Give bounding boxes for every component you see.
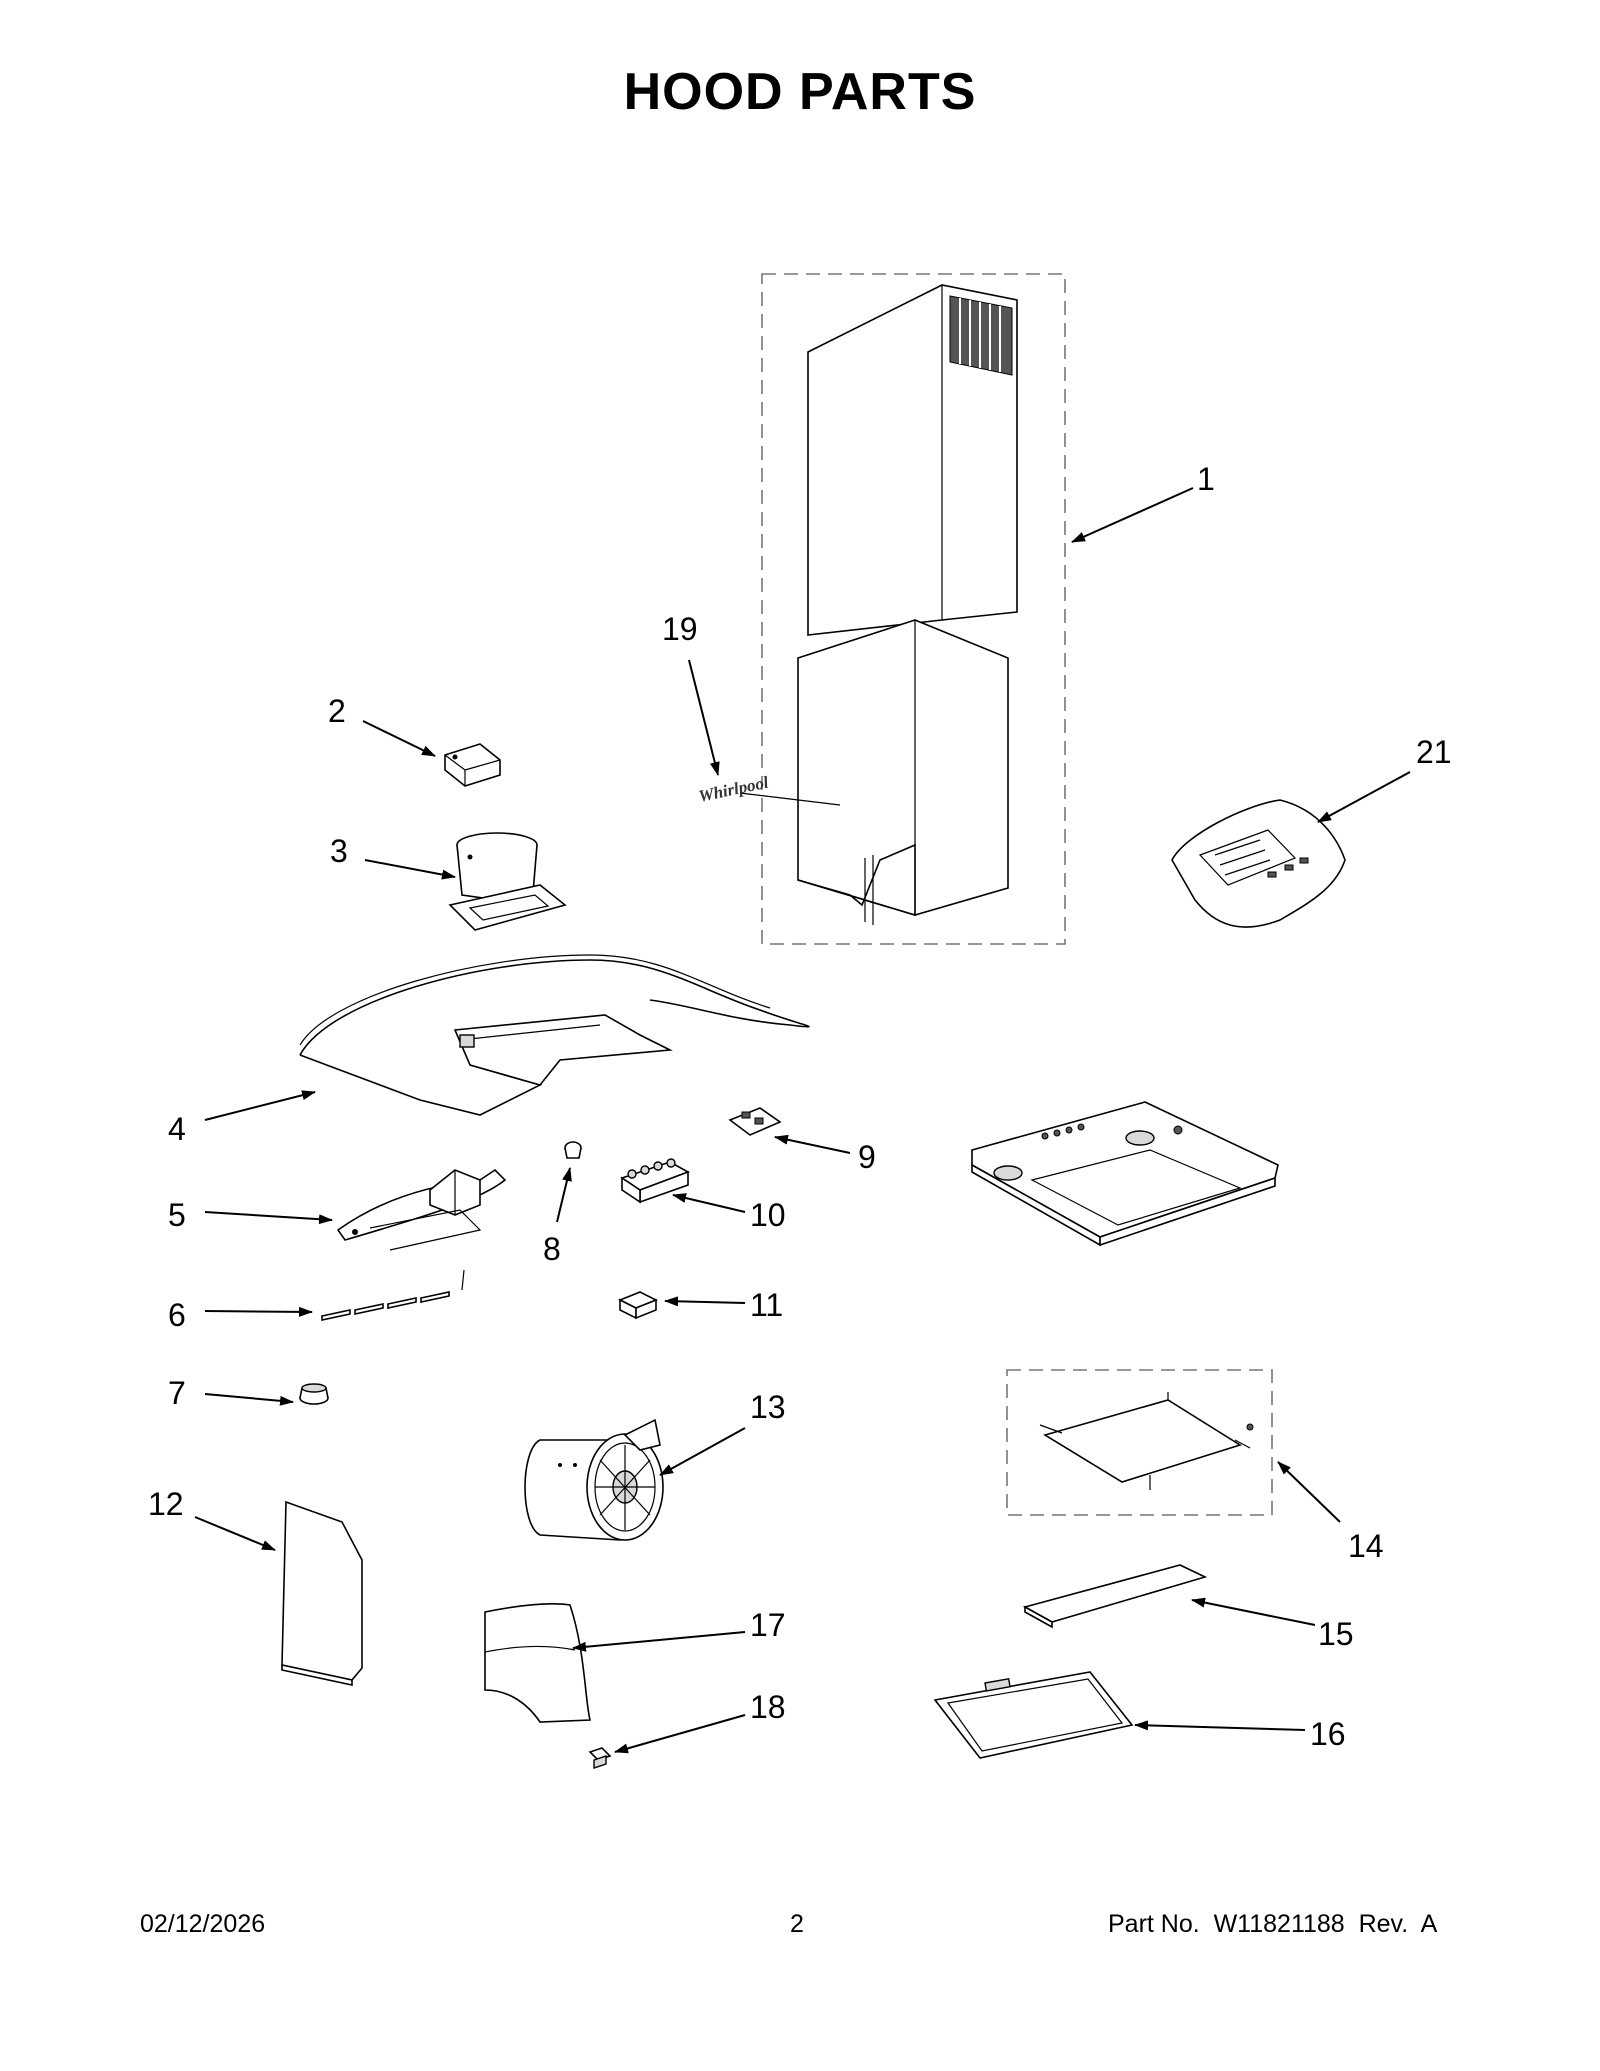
leader-17 — [572, 1631, 746, 1652]
callout-2: 2 — [328, 693, 346, 729]
leader-6 — [204, 1306, 313, 1317]
callout-15: 15 — [1318, 1616, 1354, 1652]
callout-12: 12 — [148, 1486, 184, 1522]
part-1-chimney — [739, 273, 1066, 945]
leader-1 — [1071, 487, 1194, 543]
part-15-charcoal-filter — [1022, 1564, 1208, 1629]
part-8-knob — [564, 1141, 582, 1159]
callout-4: 4 — [168, 1111, 186, 1147]
part-16-grease-filter — [933, 1671, 1134, 1759]
callout-6: 6 — [168, 1297, 186, 1333]
callout-17: 17 — [750, 1607, 786, 1643]
leader-21 — [1317, 771, 1411, 823]
part-5-control-bracket — [336, 1168, 507, 1251]
leader-3 — [364, 859, 456, 880]
part-6-light-strip — [321, 1269, 465, 1321]
page-title: HOOD PARTS — [623, 63, 977, 121]
part-3-duct-collar — [448, 832, 567, 931]
part-10-switch-block — [620, 1158, 690, 1204]
leader-7 — [204, 1393, 294, 1406]
callout-5: 5 — [168, 1197, 186, 1233]
part-7-lamp-socket — [299, 1383, 329, 1405]
part-11-junction-box — [618, 1291, 658, 1320]
part-18-clip — [588, 1747, 612, 1769]
part-13-blower — [524, 1418, 664, 1541]
callout-3: 3 — [330, 833, 348, 869]
callout-14: 14 — [1348, 1528, 1384, 1564]
footer-page-number: 2 — [790, 1910, 804, 1938]
leader-14 — [1277, 1461, 1341, 1523]
leader-5 — [204, 1211, 333, 1225]
part-2-bracket — [444, 743, 501, 787]
leader-9 — [774, 1134, 851, 1154]
part-19-logo: Whirlpool — [697, 773, 771, 806]
callout-labels: 1 2 3 4 5 6 7 8 9 10 11 12 13 14 15 16 1… — [148, 461, 1452, 1752]
callout-7: 7 — [168, 1375, 186, 1411]
callout-13: 13 — [750, 1389, 786, 1425]
part-9-control-board — [728, 1107, 782, 1136]
assembled-hood — [971, 1101, 1279, 1247]
leader-lines — [194, 487, 1411, 1754]
part-17-curved-cover — [484, 1603, 592, 1723]
footer-date: 02/12/2026 — [140, 1910, 266, 1938]
callout-19: 19 — [662, 611, 698, 647]
leader-10 — [672, 1193, 746, 1213]
callout-10: 10 — [750, 1197, 786, 1233]
callout-21: 21 — [1416, 734, 1452, 770]
leader-15 — [1191, 1597, 1316, 1626]
leader-16 — [1134, 1720, 1306, 1731]
callout-9: 9 — [858, 1139, 876, 1175]
leader-8 — [556, 1167, 572, 1223]
leader-13 — [659, 1427, 746, 1476]
callout-18: 18 — [750, 1689, 786, 1725]
callout-11: 11 — [750, 1287, 783, 1323]
part-4-glass-canopy — [299, 954, 810, 1116]
logo-text: Whirlpool — [697, 773, 771, 806]
part-14-filter-assembly — [1006, 1369, 1273, 1516]
leader-11 — [664, 1296, 746, 1307]
leader-2 — [362, 720, 436, 757]
leader-12 — [194, 1516, 276, 1551]
footer-part-number: Part No. W11821188 Rev. A — [1108, 1910, 1438, 1938]
leader-4 — [204, 1090, 316, 1121]
part-12-side-panel — [281, 1500, 363, 1686]
leader-18 — [614, 1714, 746, 1754]
vent-grille — [949, 295, 1013, 376]
callout-8: 8 — [543, 1231, 561, 1267]
leader-19 — [688, 659, 720, 776]
callout-1: 1 — [1197, 461, 1215, 497]
callout-16: 16 — [1310, 1716, 1346, 1752]
part-21-literature — [1171, 799, 1346, 928]
